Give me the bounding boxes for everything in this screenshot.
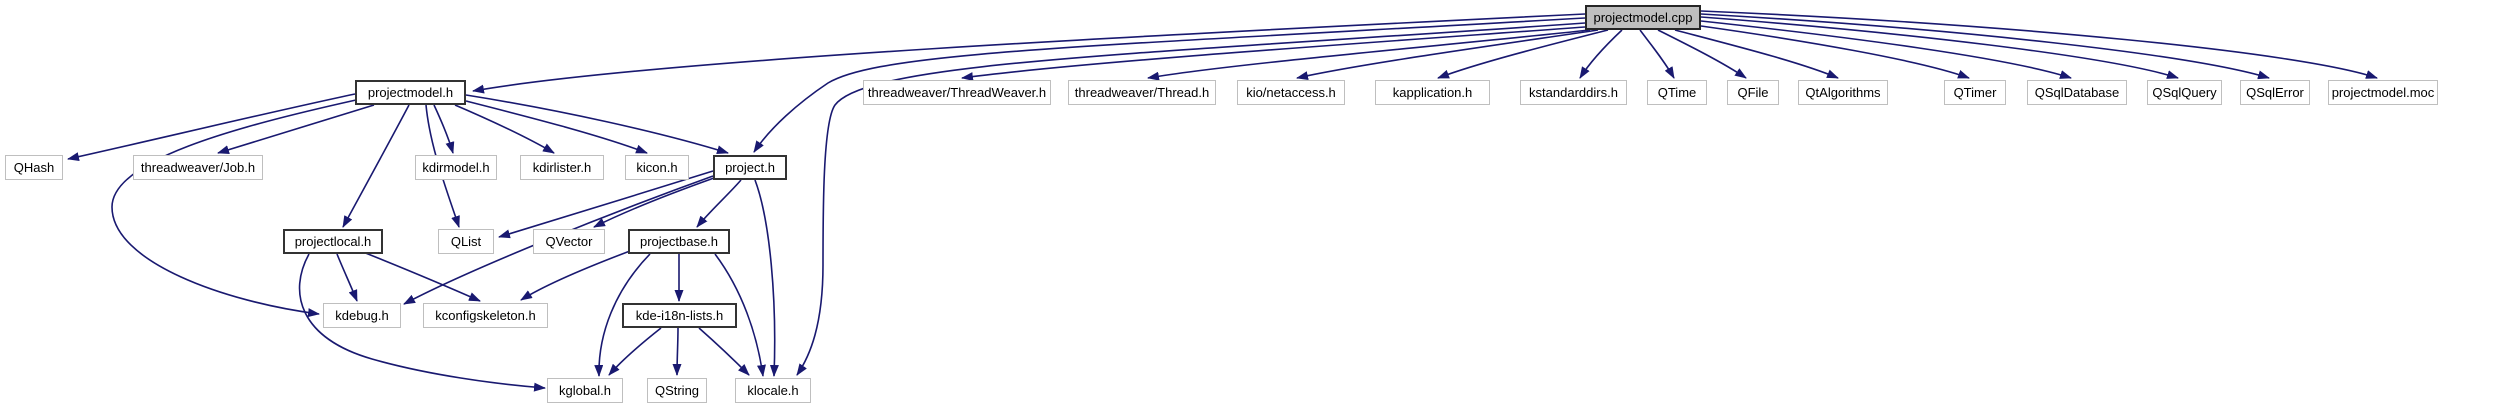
node-kdebug-h[interactable]: kdebug.h [323, 303, 401, 328]
edge-projectmodel_h-projectlocal_h [342, 104, 410, 228]
node-kapplication-h[interactable]: kapplication.h [1375, 80, 1490, 105]
node-project-h[interactable]: project.h [713, 155, 787, 180]
node-qsqldatabase[interactable]: QSqlDatabase [2027, 80, 2127, 105]
node-projectmodel-moc[interactable]: projectmodel.moc [2328, 80, 2438, 105]
edge-projectmodel_h-kdirmodel_h [433, 104, 455, 154]
node-projectbase-h[interactable]: projectbase.h [628, 229, 730, 254]
node-kdirmodel-h[interactable]: kdirmodel.h [415, 155, 497, 180]
edge-project_h-qlist [498, 170, 714, 239]
node-qtimer[interactable]: QTimer [1944, 80, 2006, 105]
edge-kde_i18n_lists_h-klocale_h [698, 327, 750, 376]
edge-project_h-klocale_h [754, 179, 779, 377]
edge-projectmodel_cpp-kstandarddirs_h [1579, 29, 1623, 79]
node-kstandarddirs-h[interactable]: kstandarddirs.h [1520, 80, 1627, 105]
node-qsqlquery[interactable]: QSqlQuery [2147, 80, 2222, 105]
edge-projectmodel_h-project_h [465, 94, 729, 155]
edge-projectmodel_cpp-klocale_h [796, 22, 1586, 376]
edge-projectmodel_cpp-kapplication_h [1437, 29, 1609, 79]
node-klocale-h[interactable]: klocale.h [735, 378, 811, 403]
edge-kde_i18n_lists_h-kglobal_h [608, 327, 662, 376]
edge-project_h-projectbase_h [696, 179, 742, 228]
node-projectmodel-h[interactable]: projectmodel.h [355, 80, 466, 105]
edge-projectmodel_cpp-kio_netaccess_h [1296, 29, 1599, 81]
node-projectlocal-h[interactable]: projectlocal.h [283, 229, 383, 254]
edge-projectmodel_cpp-projectmodel_h [472, 13, 1586, 94]
node-kicon-h[interactable]: kicon.h [625, 155, 689, 180]
edge-project_h-qvector [593, 177, 715, 228]
node-projectmodel-cpp[interactable]: projectmodel.cpp [1585, 5, 1701, 30]
node-qlist[interactable]: QList [438, 229, 494, 254]
edge-projectmodel_cpp-qfile [1657, 29, 1747, 79]
node-kde-i18n-lists-h[interactable]: kde-i18n-lists.h [622, 303, 737, 328]
edge-projectmodel_cpp-qtime [1639, 29, 1675, 79]
edge-projectmodel_h-kdebug_h [111, 99, 357, 318]
node-threadweaver-threadweaver-h[interactable]: threadweaver/ThreadWeaver.h [863, 80, 1051, 105]
edge-projectmodel_cpp-qsqlerror [1700, 13, 2270, 80]
edge-projectbase_h-kglobal_h [594, 253, 651, 377]
node-qvector[interactable]: QVector [533, 229, 605, 254]
node-kglobal-h[interactable]: kglobal.h [547, 378, 623, 403]
edge-projectlocal_h-kdebug_h [336, 253, 358, 302]
node-kdirlister-h[interactable]: kdirlister.h [520, 155, 604, 180]
node-kconfigskeleton-h[interactable]: kconfigskeleton.h [423, 303, 548, 328]
edge-projectmodel_h-kicon_h [465, 100, 648, 154]
node-qsqlerror[interactable]: QSqlError [2240, 80, 2310, 105]
edge-projectmodel_h-qhash [67, 93, 356, 162]
edge-projectmodel_cpp-qsqlquery [1700, 16, 2179, 79]
node-qfile[interactable]: QFile [1727, 80, 1779, 105]
edge-projectbase_h-kconfigskeleton_h [520, 250, 631, 301]
edge-projectmodel_cpp-qtalgorithms [1674, 29, 1839, 79]
edge-projectmodel_cpp-threadweaver_threadweaver_h [961, 26, 1586, 81]
edge-projectmodel_h-threadweaver_job_h [217, 104, 375, 154]
edge-projectmodel_h-kdirlister_h [454, 104, 555, 154]
edge-projectmodel_cpp-qsqldatabase [1700, 20, 2072, 79]
node-qhash[interactable]: QHash [5, 155, 63, 180]
edge-projectmodel_cpp-threadweaver_thread_h [1147, 29, 1591, 81]
node-threadweaver-thread-h[interactable]: threadweaver/Thread.h [1068, 80, 1216, 105]
edge-projectmodel_cpp-project_h [753, 17, 1586, 153]
node-qtalgorithms[interactable]: QtAlgorithms [1798, 80, 1888, 105]
edge-projectlocal_h-kglobal_h [298, 253, 546, 392]
edge-projectmodel_cpp-qtimer [1700, 25, 1970, 79]
edge-kde_i18n_lists_h-qstring [672, 327, 682, 376]
edge-projectbase_h-klocale_h [714, 253, 766, 377]
edge-projectlocal_h-kconfigskeleton_h [362, 251, 481, 302]
node-threadweaver-job-h[interactable]: threadweaver/Job.h [133, 155, 263, 180]
edge-projectmodel_cpp-projectmodel_moc [1700, 10, 2378, 79]
node-qstring[interactable]: QString [647, 378, 707, 403]
node-kio-netaccess-h[interactable]: kio/netaccess.h [1237, 80, 1345, 105]
node-qtime[interactable]: QTime [1647, 80, 1707, 105]
